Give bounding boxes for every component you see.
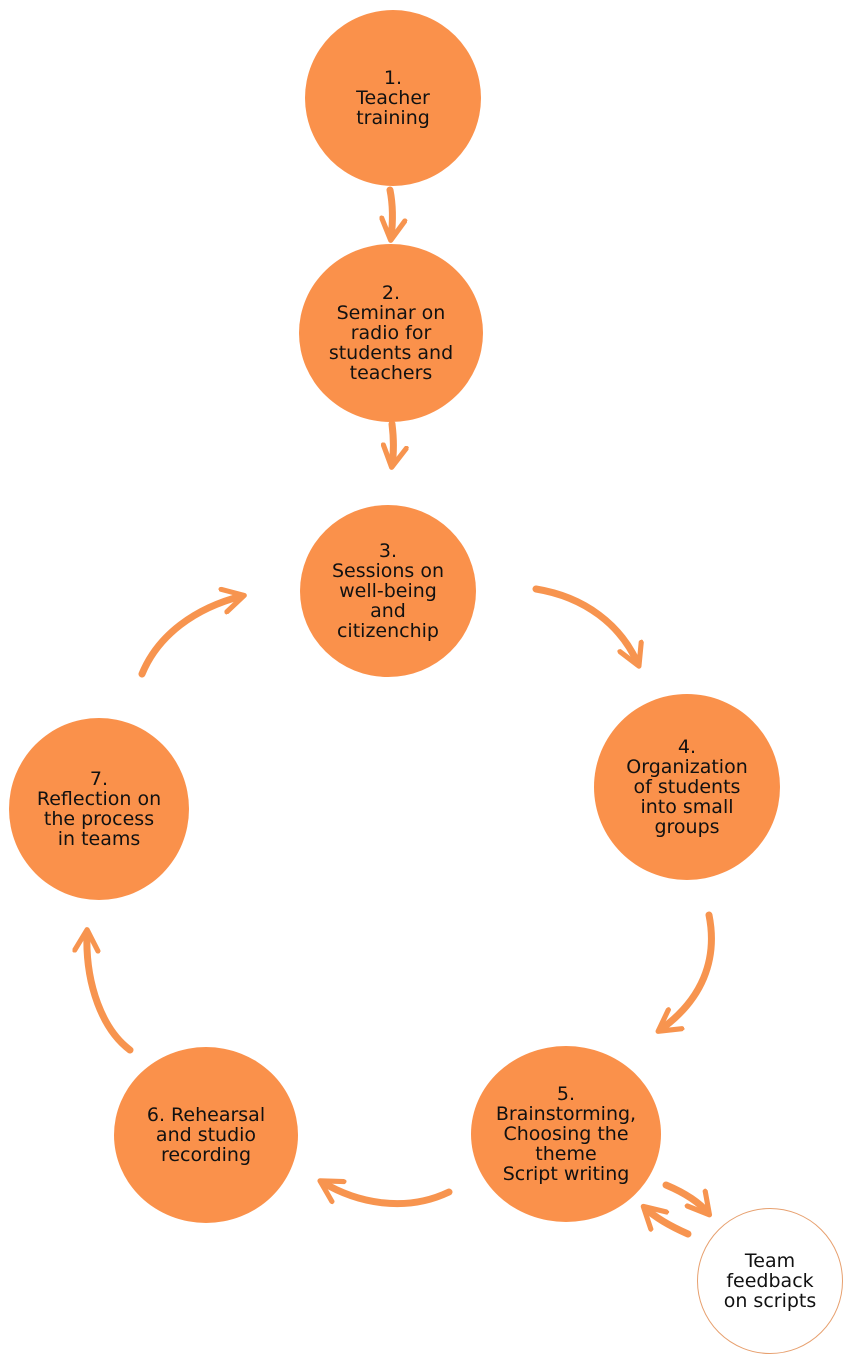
arrow-5-to-feedback (662, 1181, 708, 1213)
step-4-node: 4. Organization of students into small g… (594, 694, 780, 880)
team-feedback-node: Team feedback on scripts (697, 1208, 843, 1354)
step-6-node: 6. Rehearsal and studio recording (114, 1047, 298, 1223)
step-1-node: 1. Teacher training (305, 10, 481, 186)
step-3-label: 3. Sessions on well-being and citizenchi… (331, 540, 445, 642)
step-7-label: 7. Reflection on the process in teams (36, 768, 162, 850)
step-2-node: 2. Seminar on radio for students and tea… (299, 244, 483, 422)
step-2-label: 2. Seminar on radio for students and tea… (328, 282, 454, 384)
arrow-5-to-6 (322, 1182, 453, 1208)
arrow-2-to-3 (392, 420, 394, 465)
arrow-3-to-4 (532, 585, 638, 664)
step-4-label: 4. Organization of students into small g… (626, 736, 748, 838)
step-1-label: 1. Teacher training (356, 67, 430, 129)
arrow-4-to-5 (660, 911, 715, 1030)
step-3-node: 3. Sessions on well-being and citizenchi… (300, 505, 476, 677)
step-5-label: 5. Brainstorming, Choosing the theme Scr… (495, 1083, 637, 1185)
arrow-1-to-2 (390, 186, 392, 238)
team-feedback-label: Team feedback on scripts (723, 1250, 817, 1312)
arrow-feedback-to-5 (645, 1208, 692, 1238)
arrow-7-to-3 (138, 596, 242, 678)
step-5-node: 5. Brainstorming, Choosing the theme Scr… (471, 1046, 661, 1222)
step-7-node: 7. Reflection on the process in teams (9, 718, 189, 900)
step-6-label: 6. Rehearsal and studio recording (146, 1104, 266, 1166)
arrow-6-to-7 (87, 932, 134, 1054)
